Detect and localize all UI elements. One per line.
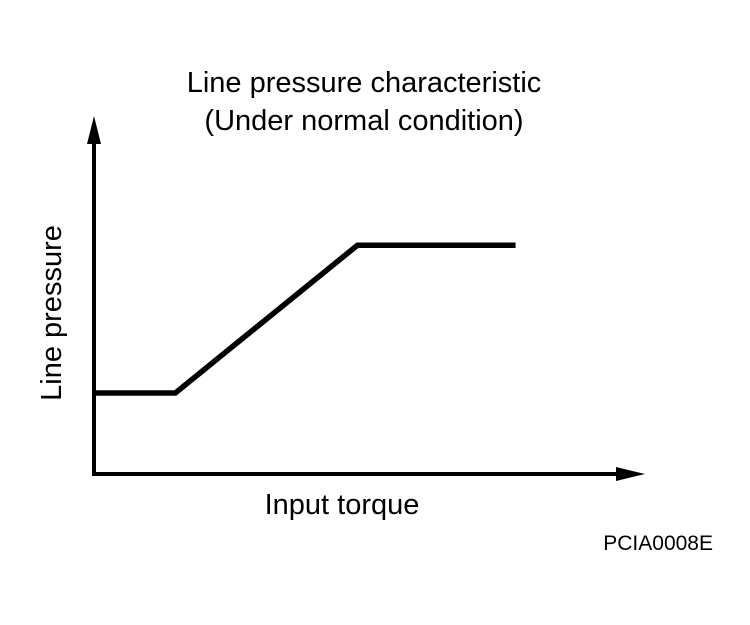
y-axis-label: Line pressure — [36, 225, 68, 401]
y-axis-arrowhead-icon — [87, 116, 101, 144]
x-axis-arrowhead-icon — [616, 467, 645, 481]
chart-title-line-2: (Under normal condition) — [204, 105, 524, 137]
figure-code: PCIA0008E — [603, 532, 713, 555]
chart-title-line-1: Line pressure characteristic — [186, 67, 542, 99]
x-axis-label: Input torque — [264, 489, 420, 521]
pressure-curve — [94, 242, 516, 396]
chart-title: Line pressure characteristic (Under norm… — [114, 64, 614, 140]
